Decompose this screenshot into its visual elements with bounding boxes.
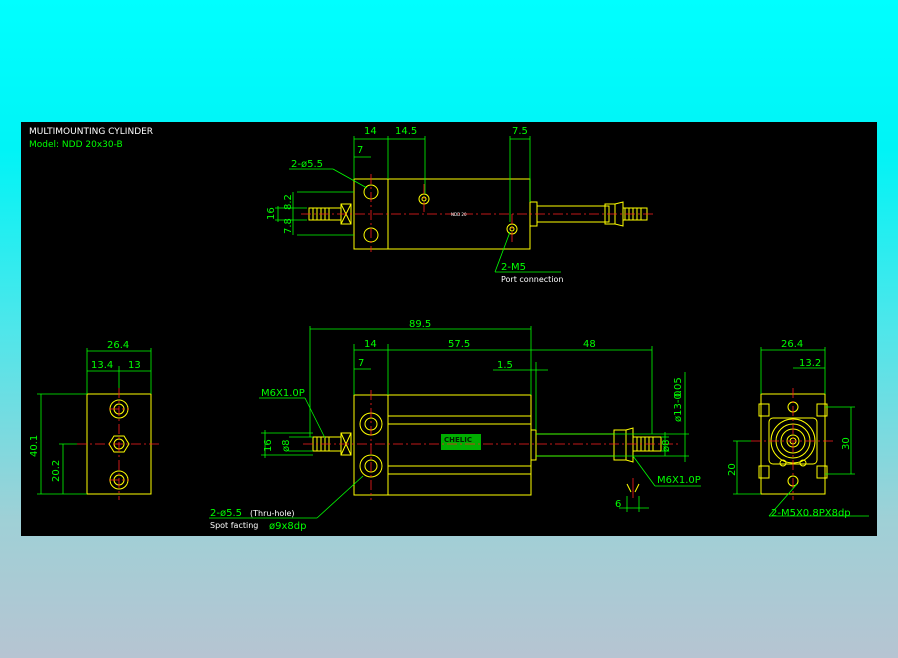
front-dim-phi13: ø13-0.05 — [673, 377, 684, 422]
svg-text:NDD 20: NDD 20 — [451, 212, 467, 217]
top-dim-7-8: 7.8 — [283, 218, 294, 234]
cad-drawing: MULTIMOUNTING CYLINDER Model: NDD 20x30-… — [29, 126, 869, 532]
top-dim-16: 16 — [266, 207, 277, 220]
front-hole-note: (Thru-hole) — [250, 509, 295, 518]
left-nut — [108, 435, 130, 453]
front-dim-14: 14 — [364, 339, 377, 350]
top-dim-8-2: 8.2 — [283, 194, 294, 210]
right-dim-30: 30 — [841, 437, 852, 450]
left-dim-40-1: 40.1 — [29, 435, 40, 457]
right-view: 26.4 13.2 30 20 2-M5X0.8PX8dp — [727, 339, 869, 519]
front-dim-48: 48 — [583, 339, 596, 350]
front-brand-plate — [441, 434, 481, 450]
left-view: 26.4 13.4 13 40.1 20.2 — [29, 340, 161, 500]
front-dim-57-5: 57.5 — [448, 339, 470, 350]
front-dim-7: 7 — [358, 358, 364, 369]
front-rod-bushing — [530, 429, 537, 461]
top-dim-14-5: 14.5 — [395, 126, 417, 137]
top-hole-label: 2-ø5.5 — [291, 159, 323, 170]
front-view: CHELIC 89.5 14 57.5 48 7 1.5 0 ø13-0.05 … — [209, 319, 701, 532]
right-dim-26-4: 26.4 — [781, 339, 803, 350]
top-view: NDD 20 14 14.5 7.5 7 16 7.8 8.2 2-ø5.5 2… — [266, 126, 653, 284]
left-dim-20-2: 20.2 — [51, 460, 62, 482]
left-dim-13-4: 13.4 — [91, 360, 113, 371]
front-spot-dim: ø9x8dp — [269, 521, 306, 532]
front-dim-phi8-right: ø8 — [661, 440, 672, 452]
top-dim-7-5: 7.5 — [512, 126, 528, 137]
front-thread-right: M6X1.0P — [657, 475, 701, 486]
front-hole-label: 2-ø5.5 — [210, 508, 242, 519]
right-thread-label: 2-M5X0.8PX8dp — [771, 508, 851, 519]
front-dim-6: 6 — [615, 499, 621, 510]
front-dim-89-5: 89.5 — [409, 319, 431, 330]
top-dim-7: 7 — [357, 145, 363, 156]
front-spot-label: Spot facting — [210, 521, 258, 530]
left-dim-26-4: 26.4 — [107, 340, 129, 351]
front-dim-16: 16 — [263, 439, 274, 452]
front-thread-left: M6X1.0P — [261, 388, 305, 399]
front-dim-1-5: 1.5 — [497, 360, 513, 371]
drawing-title: MULTIMOUNTING CYLINDER — [29, 127, 153, 137]
top-dim-14: 14 — [364, 126, 377, 137]
front-logo: CHELIC — [444, 436, 472, 444]
front-dim-tol: 0 — [673, 391, 684, 397]
model-label: Model: NDD 20x30-B — [29, 140, 123, 150]
front-dim-phi8-left: ø8 — [281, 440, 292, 452]
front-piston-rod — [535, 433, 615, 457]
right-dim-13-2: 13.2 — [799, 358, 821, 369]
top-port-label: 2-M5 — [501, 262, 526, 273]
left-dim-13: 13 — [128, 360, 141, 371]
right-dim-20: 20 — [727, 463, 738, 476]
cad-drawing-panel: MULTIMOUNTING CYLINDER Model: NDD 20x30-… — [21, 122, 877, 536]
top-port-note: Port connection — [501, 275, 563, 284]
